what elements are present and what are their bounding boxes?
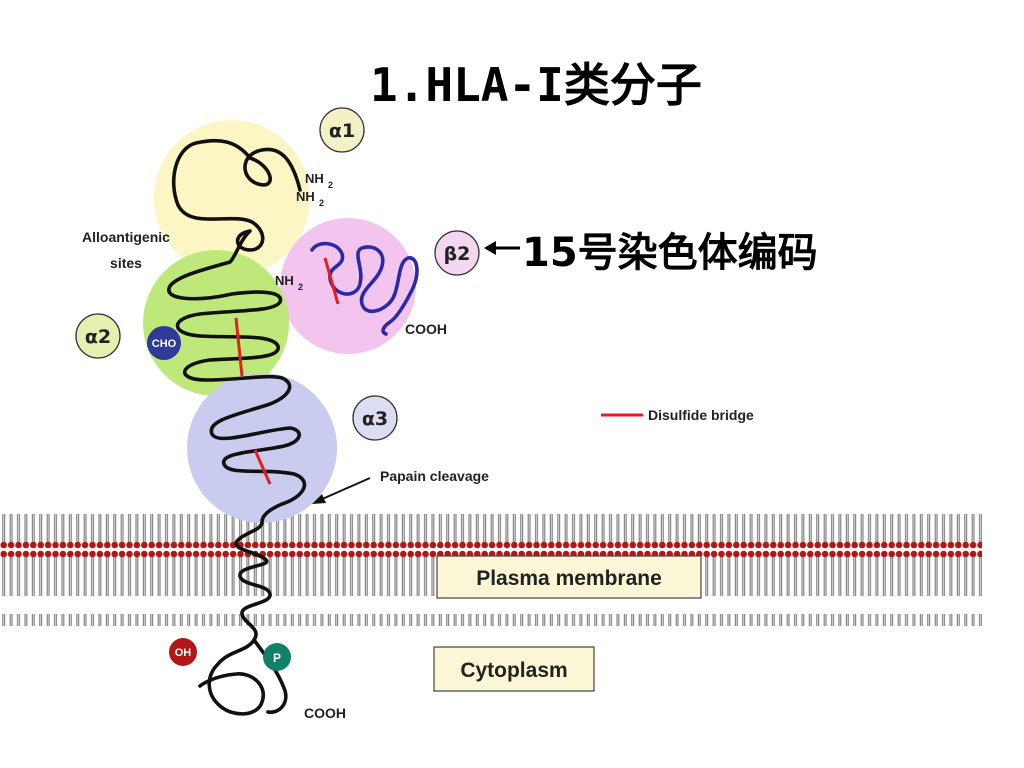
svg-text:CHO: CHO xyxy=(152,338,177,350)
plasma-membrane-label: Plasma membrane xyxy=(476,567,662,590)
phosphate-group: P xyxy=(263,643,291,671)
svg-text:2: 2 xyxy=(298,282,303,292)
svg-text:P: P xyxy=(273,651,281,665)
beta2-tag: β2 xyxy=(434,230,480,276)
disulfide-bridge-alpha2 xyxy=(234,317,244,377)
alpha2-tag: α2 xyxy=(75,313,121,359)
page-title: 1.HLA-I类分子 xyxy=(370,58,702,112)
alloantigenic-label-line2: sites xyxy=(110,255,142,271)
beta2-encoding-note: 15号染色体编码 xyxy=(522,230,818,276)
oh-group: OH xyxy=(169,638,197,666)
cytoplasm-box: Cytoplasm xyxy=(433,646,595,692)
svg-text:OH: OH xyxy=(175,647,192,659)
papain-cleavage-label: Papain cleavage xyxy=(380,468,489,484)
alpha3-tag: α3 xyxy=(352,395,398,441)
svg-text:NH: NH xyxy=(305,171,324,186)
alpha1-domain xyxy=(154,120,310,276)
cooh-beta2-label: COOH xyxy=(405,321,447,337)
svg-text:NH: NH xyxy=(296,189,315,204)
disulfide-bridge-alpha3 xyxy=(253,449,272,485)
svg-text:2: 2 xyxy=(319,198,324,208)
cho-group: CHO xyxy=(147,326,181,360)
alloantigenic-label-line1: Alloantigenic xyxy=(82,229,170,245)
alpha3-label: α3 xyxy=(362,408,388,430)
papain-arrow xyxy=(312,477,371,504)
alpha2-label: α2 xyxy=(85,326,111,348)
plasma-membrane-box: Plasma membrane xyxy=(436,555,702,599)
disulfide-legend-label: Disulfide bridge xyxy=(648,407,754,423)
alpha1-label: α1 xyxy=(329,120,355,142)
nh2-label-c: NH 2 xyxy=(275,273,303,292)
alpha1-tag: α1 xyxy=(319,107,365,153)
svg-text:NH: NH xyxy=(275,273,294,288)
nh2-label-a: NH 2 xyxy=(305,171,333,190)
beta2-arrow xyxy=(484,241,520,255)
cooh-tail-label: COOH xyxy=(304,705,346,721)
cytoplasm-label: Cytoplasm xyxy=(460,659,567,682)
beta2-label: β2 xyxy=(444,243,471,265)
nh2-label-b: NH 2 xyxy=(296,189,324,208)
svg-text:2: 2 xyxy=(328,180,333,190)
disulfide-bridge-beta2 xyxy=(323,257,340,305)
